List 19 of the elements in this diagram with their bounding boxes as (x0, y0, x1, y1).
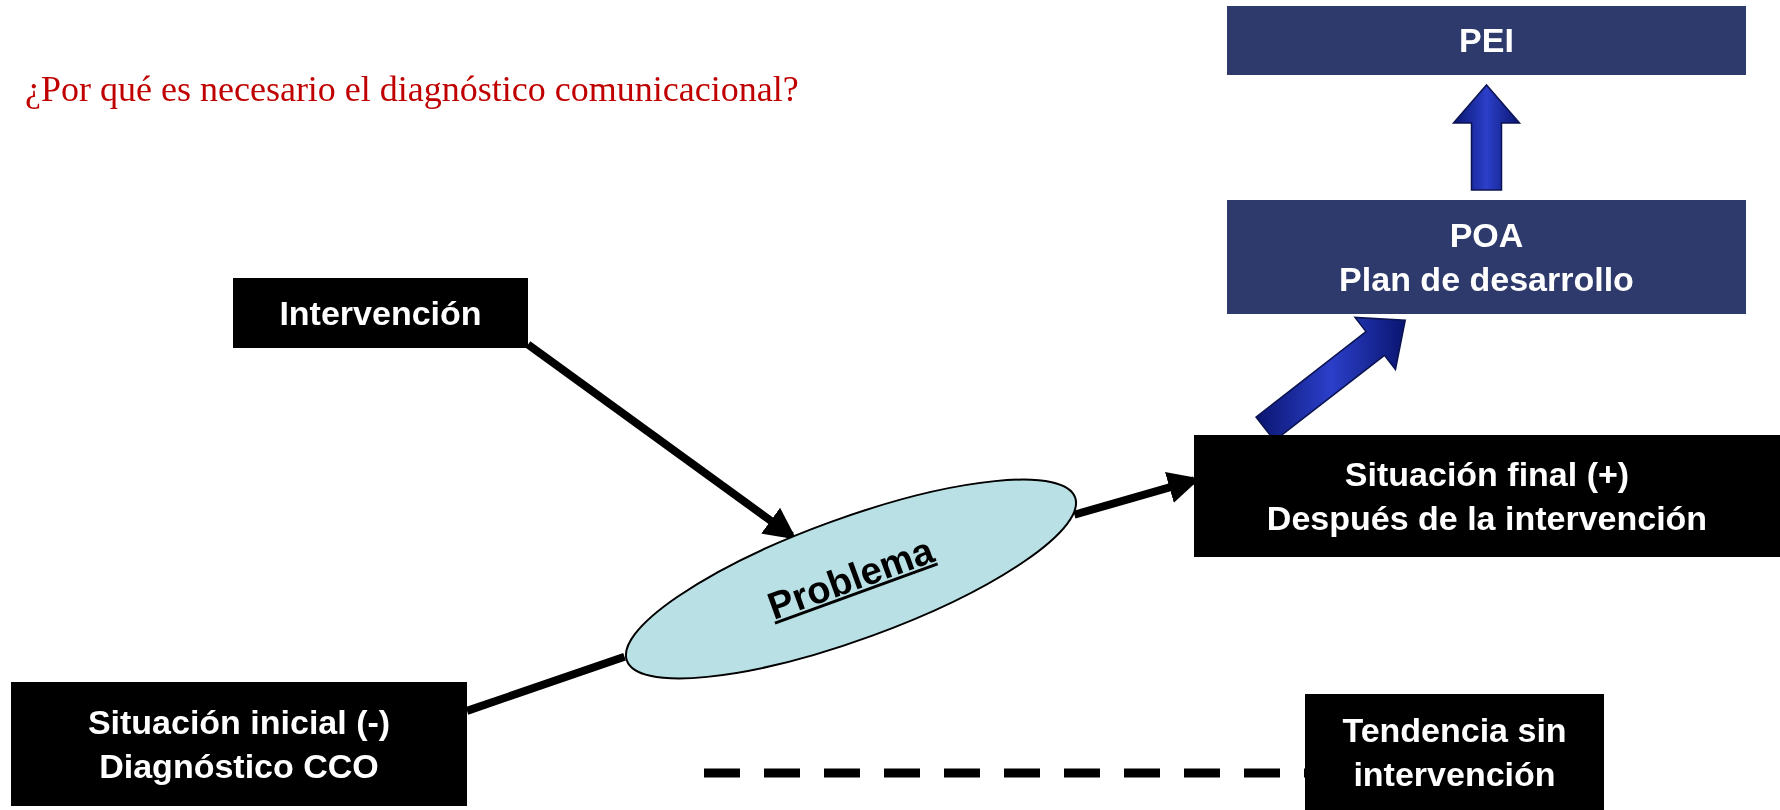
block-arrow (1451, 83, 1522, 191)
box-label: Diagnóstico CCO (99, 746, 379, 787)
box-label: Tendencia sin intervención (1341, 709, 1568, 795)
text-box (1305, 694, 1604, 810)
box-label: Plan de desarrollo (1339, 259, 1634, 300)
arrow (525, 341, 797, 540)
box-label: PEI (1459, 20, 1514, 62)
text-box (233, 278, 528, 348)
box-label: Intervención (279, 292, 482, 334)
box-label: Situación inicial (-) (87, 701, 391, 743)
connector-line (465, 653, 626, 715)
box-label: Situación final (+) (1344, 453, 1630, 495)
box-label: Después de la intervención (1266, 498, 1708, 539)
text-box (1194, 435, 1780, 557)
text-box (1227, 6, 1746, 75)
box-label: POA (1449, 214, 1524, 256)
title: ¿Por qué es necesario el diagnóstico comunicacional? (25, 68, 799, 110)
text-box (11, 682, 467, 806)
text-box (1227, 200, 1746, 314)
